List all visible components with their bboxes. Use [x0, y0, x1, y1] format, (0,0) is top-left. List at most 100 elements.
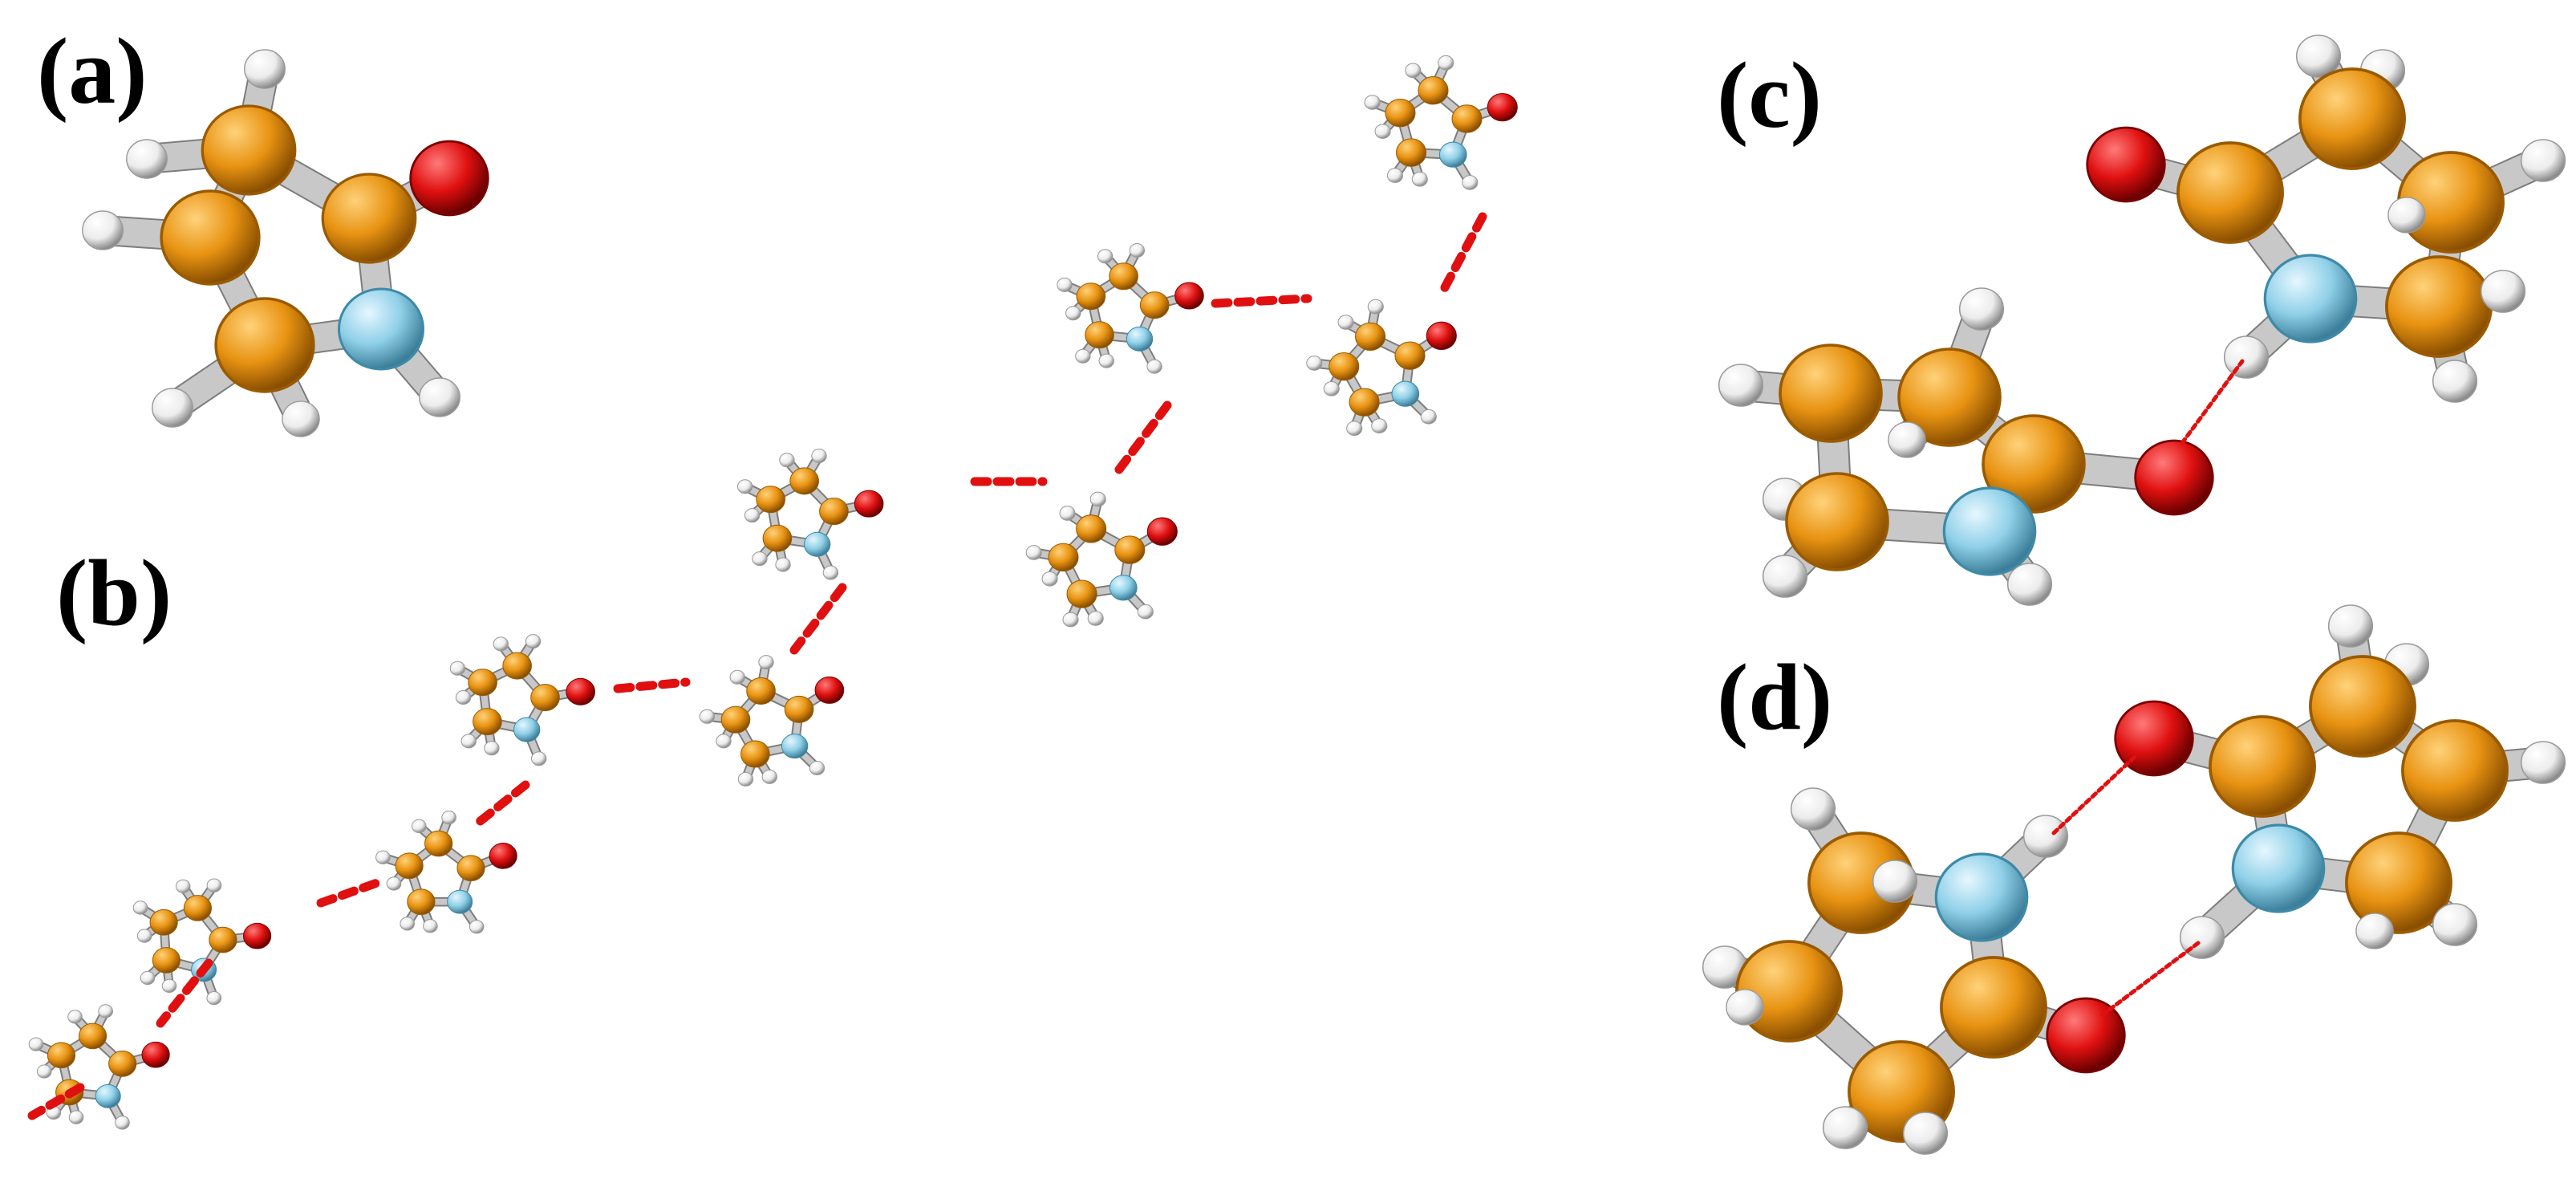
hydrogen-atom: [1137, 604, 1154, 620]
hydrogen-atom: [1386, 168, 1403, 183]
hydrogen-atom: [1346, 421, 1363, 437]
hydrogen-atom: [1089, 491, 1106, 507]
hydrogen-atom: [1371, 418, 1388, 433]
carbon-atom: [1785, 472, 1889, 571]
hydrogen-bond: [613, 677, 691, 693]
hydrogen-atom: [441, 810, 456, 825]
hydrogen-atom: [2520, 741, 2566, 784]
carbon-atom: [1418, 76, 1449, 105]
hydrogen-atom: [493, 636, 509, 652]
pyrrolidinone-molecule: [449, 634, 595, 766]
carbon-atom: [530, 684, 560, 712]
oxygen-atom: [814, 676, 845, 704]
carbon-atom: [149, 909, 178, 936]
carbon-atom: [78, 1022, 108, 1050]
carbon-atom: [152, 947, 181, 974]
carbon-atom: [2209, 715, 2316, 818]
oxygen-atom: [1146, 517, 1178, 546]
hydrogen-atom: [1306, 356, 1323, 371]
hydrogen-atom: [1367, 299, 1384, 315]
carbon-atom: [1982, 414, 2086, 514]
hydrogen-atom: [36, 1064, 52, 1079]
nitrogen-atom: [1109, 575, 1138, 601]
panel-c-chain-dimer: [1718, 35, 2566, 606]
hydrogen-bond: [316, 878, 382, 908]
carbon-atom: [2385, 255, 2493, 358]
hydrogen-bond: [469, 780, 530, 831]
hydrogen-atom: [455, 689, 472, 705]
nitrogen-atom: [1126, 326, 1154, 352]
hydrogen-atom: [531, 751, 547, 766]
carbon-atom: [473, 708, 502, 736]
oxygen-atom: [2046, 997, 2126, 1074]
carbon-atom: [424, 830, 453, 857]
hydrogen-atom: [419, 377, 460, 417]
hydrogen-atom: [2432, 360, 2478, 403]
nitrogen-atom: [95, 1083, 121, 1108]
hydrogen-bond: [2180, 359, 2245, 445]
hydrogen-atom: [699, 709, 716, 724]
carbon-atom: [1940, 956, 2047, 1059]
carbon-atom: [47, 1042, 76, 1069]
carbon-atom: [1076, 514, 1107, 543]
hydrogen-bond: [1211, 294, 1312, 308]
nitrogen-atom: [2263, 254, 2358, 344]
oxygen-atom: [242, 922, 272, 949]
hydrogen-atom: [67, 1010, 83, 1024]
hydrogen-bond: [1114, 400, 1172, 474]
hydrogen-atom: [1438, 55, 1454, 71]
hydrogen-atom: [779, 453, 795, 468]
pyrrolidinone-molecule: [1025, 491, 1178, 628]
carbon-atom: [2298, 67, 2406, 170]
hydrogen-atom: [729, 669, 745, 685]
hydrogen-atom: [244, 49, 286, 89]
carbon-atom: [2176, 141, 2284, 244]
carbon-atom: [1076, 283, 1106, 311]
carbon-atom: [756, 486, 785, 514]
hydrogen-bond: [1439, 212, 1487, 294]
hydrogen-atom: [68, 1110, 84, 1124]
pyrrolidinone-molecule: [1702, 787, 2126, 1155]
hydrogen-atom: [1062, 612, 1079, 628]
hydrogen-atom: [744, 508, 761, 523]
carbon-atom: [209, 926, 237, 953]
carbon-atom: [784, 695, 814, 723]
hydrogen-bond: [789, 583, 847, 655]
pyrrolidinone-molecule: [2114, 604, 2566, 959]
pyrrolidinone-molecule: [736, 448, 884, 580]
hydrogen-atom: [82, 210, 124, 250]
carbon-atom: [1394, 341, 1426, 370]
hydrogen-atom: [1087, 611, 1104, 626]
carbon-atom: [1451, 104, 1483, 133]
carbon-atom: [2401, 719, 2509, 822]
hydrogen-atom: [716, 734, 732, 749]
carbon-atom: [1897, 348, 2002, 447]
pyrrolidinone-molecule: [1364, 55, 1518, 190]
carbon-atom: [1385, 99, 1416, 128]
hydrogen-atom: [1098, 353, 1114, 368]
pyrrolidinone-molecule: [375, 810, 517, 934]
hydrogen-atom: [2520, 139, 2566, 182]
hydrogen-atom: [2387, 197, 2426, 234]
nitrogen-atom: [1934, 852, 2029, 942]
hydrogen-atom: [811, 448, 827, 463]
hydrogen-atom: [1902, 1112, 1949, 1155]
hydrogen-atom: [1337, 315, 1354, 330]
carbon-atom: [746, 677, 776, 705]
carbon-atom: [456, 855, 485, 881]
oxygen-atom: [2134, 439, 2214, 516]
pyrrolidinone-molecule: [28, 1004, 170, 1130]
carbon-atom: [108, 1051, 137, 1077]
hydrogen-atom: [1057, 277, 1073, 292]
hydrogen-atom: [98, 1004, 113, 1018]
panel-b-chain: [27, 55, 1518, 1130]
nitrogen-atom: [1391, 380, 1420, 407]
pyrrolidinone-molecule: [82, 49, 489, 437]
hydrogen-atom: [761, 769, 777, 784]
hydrogen-atom: [1958, 287, 2005, 331]
hydrogen-bond: [2051, 754, 2138, 835]
hydrogen-atom: [1790, 787, 1836, 831]
carbon-atom: [1355, 322, 1386, 352]
panel-c-label: (c): [1717, 43, 1822, 148]
hydrogen-atom: [1364, 95, 1381, 110]
